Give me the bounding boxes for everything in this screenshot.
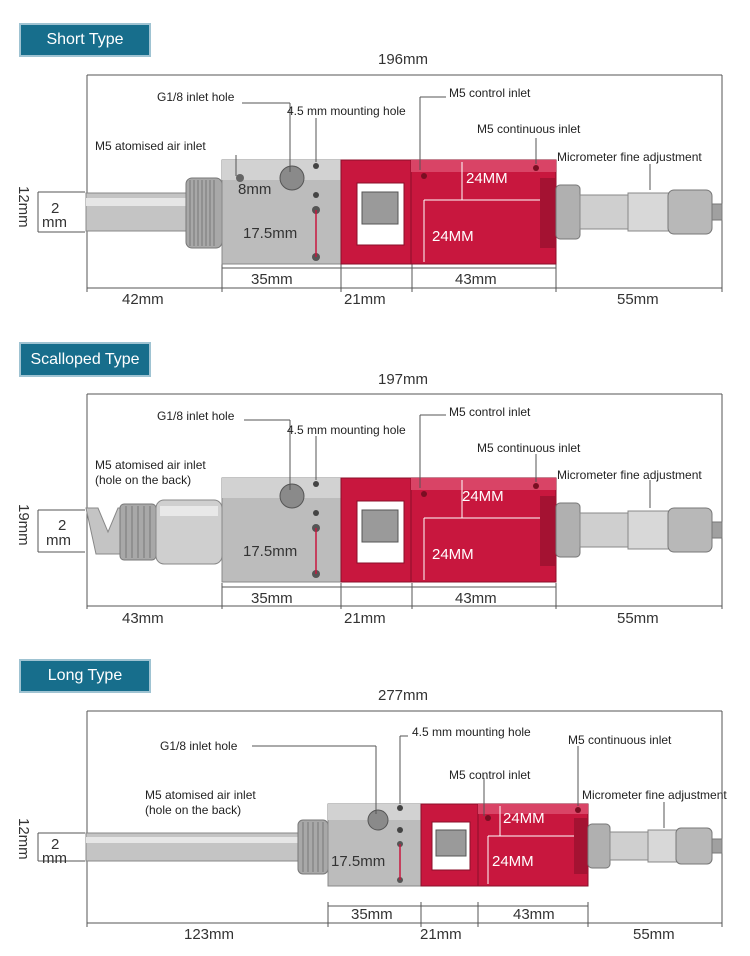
dim-55: 55mm: [617, 610, 659, 627]
label-g18-inlet-hole: G1/8 inlet hole: [157, 90, 235, 104]
total-length: 197mm: [377, 371, 429, 388]
dim-35: 35mm: [351, 906, 393, 923]
scalloped-type-drawing: [37, 393, 723, 609]
total-length: 196mm: [377, 51, 429, 68]
section-short-type: Short Type 196mm: [0, 0, 750, 320]
label-m5-control-inlet: M5 control inlet: [449, 86, 531, 100]
label-micrometer: Micrometer fine adjustment: [557, 468, 702, 482]
label-m5-control-inlet: M5 control inlet: [449, 405, 531, 419]
dim-55: 55mm: [633, 926, 675, 943]
label-m5-atomised-air-inlet: M5 atomised air inlet: [145, 788, 256, 802]
section-long-type: Long Type 277mm: [0, 640, 750, 956]
dim-55: 55mm: [617, 291, 659, 308]
dim-nozzle-top: 2: [58, 517, 67, 534]
dim-nozzle-top: 2: [51, 836, 60, 853]
short-type-drawing: [37, 74, 723, 292]
dim-nozzle-bottom: mm: [42, 850, 67, 867]
dim-21: 21mm: [344, 291, 386, 308]
dim-mid: 17.5mm: [243, 225, 298, 242]
label-m5-atomised-air-inlet: M5 atomised air inlet: [95, 139, 206, 153]
dim-43: 43mm: [455, 271, 497, 288]
label-m5-continuous-inlet: M5 continuous inlet: [568, 733, 672, 747]
dim-nozzle-top: 2: [51, 200, 60, 217]
dim-height: 12mm: [15, 186, 32, 228]
dim-nozzle-bottom: mm: [42, 214, 67, 231]
dim-43-red: 43mm: [455, 590, 497, 607]
dim-hole: 8mm: [238, 181, 272, 198]
dim-21: 21mm: [344, 610, 386, 627]
label-micrometer: Micrometer fine adjustment: [582, 788, 727, 802]
label-m5-atomised-air-inlet: M5 atomised air inlet: [95, 458, 206, 472]
dim-red-top: 24MM: [462, 488, 504, 505]
dim-red-bottom: 24MM: [432, 228, 474, 245]
dim-red-bottom: 24MM: [492, 853, 534, 870]
label-hole-on-back: (hole on the back): [145, 803, 242, 817]
dim-red-top: 24MM: [466, 170, 508, 187]
total-length: 277mm: [377, 687, 429, 704]
label-mounting-hole: 4.5 mm mounting hole: [412, 725, 531, 739]
dim-42: 42mm: [122, 291, 164, 308]
label-g18-inlet-hole: G1/8 inlet hole: [160, 739, 238, 753]
label-micrometer: Micrometer fine adjustment: [557, 150, 702, 164]
label-hole-on-back: (hole on the back): [95, 473, 192, 487]
type-badge: Scalloped Type: [19, 342, 151, 377]
dim-21: 21mm: [420, 926, 462, 943]
dim-mid: 17.5mm: [331, 853, 386, 870]
dim-123: 123mm: [184, 926, 235, 943]
dim-mid: 17.5mm: [243, 543, 298, 560]
dim-43: 43mm: [513, 906, 555, 923]
dim-35: 35mm: [251, 590, 293, 607]
long-type-drawing: [37, 710, 723, 927]
type-badge: Short Type: [19, 23, 151, 57]
dim-nozzle-bottom: mm: [46, 532, 71, 549]
label-m5-control-inlet: M5 control inlet: [449, 768, 531, 782]
dim-35: 35mm: [251, 271, 293, 288]
dim-red-top: 24MM: [503, 810, 545, 827]
label-mounting-hole: 4.5 mm mounting hole: [287, 104, 406, 118]
dim-43-tip: 43mm: [122, 610, 164, 627]
section-scalloped-type: Scalloped Type 197mm: [0, 320, 750, 640]
dim-red-bottom: 24MM: [432, 546, 474, 563]
dim-height: 12mm: [15, 818, 32, 860]
label-mounting-hole: 4.5 mm mounting hole: [287, 423, 406, 437]
label-m5-continuous-inlet: M5 continuous inlet: [477, 122, 581, 136]
type-badge: Long Type: [19, 659, 151, 693]
label-m5-continuous-inlet: M5 continuous inlet: [477, 441, 581, 455]
label-g18-inlet-hole: G1/8 inlet hole: [157, 409, 235, 423]
dim-height: 19mm: [15, 504, 32, 546]
